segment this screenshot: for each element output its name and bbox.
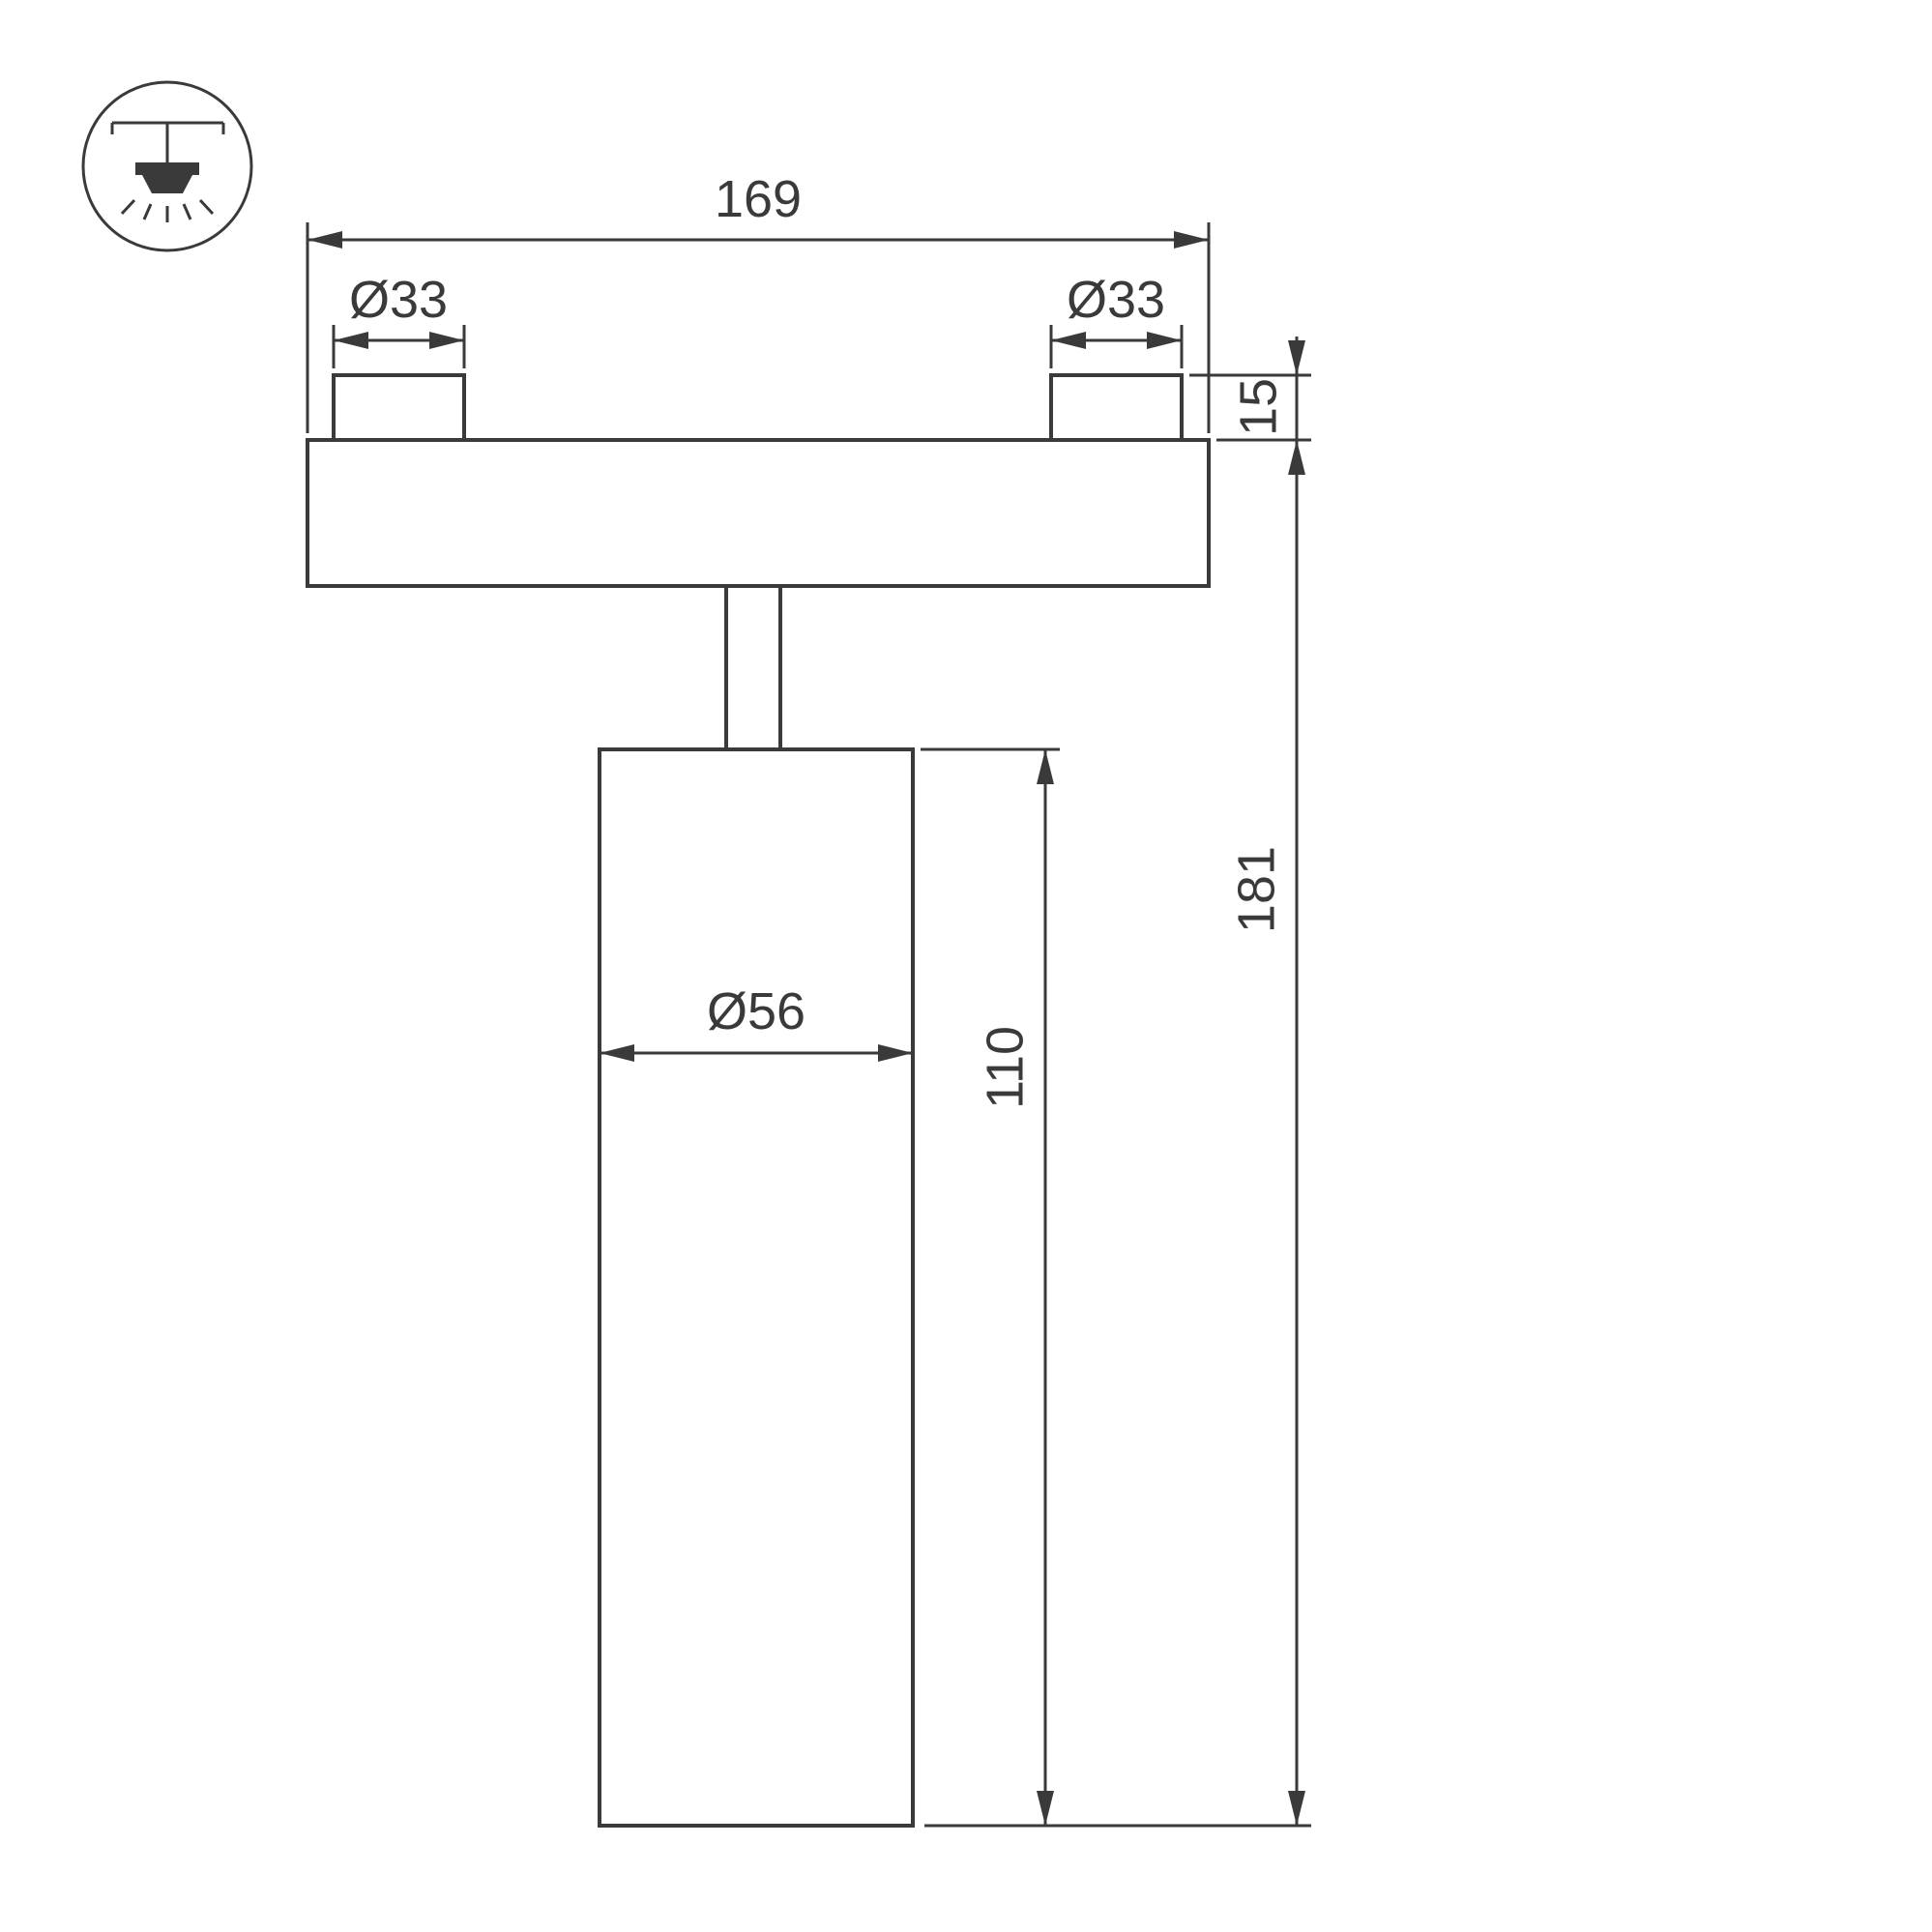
dim-right-connector-diameter: Ø33 (1049, 271, 1184, 368)
spotlight-body (598, 747, 915, 1828)
dim-label-body-diameter: Ø56 (707, 982, 805, 1040)
icon-light-ray (182, 203, 192, 220)
icon-circle (81, 80, 253, 252)
icon-lamp-bar (135, 162, 199, 175)
ceiling-track-spotlight-icon (81, 80, 253, 252)
dim-label-connector-height: 15 (1229, 378, 1287, 436)
left-track-connector (332, 373, 466, 442)
icon-light-ray (120, 198, 136, 216)
icon-light-ray (198, 198, 215, 216)
dim-overall-height: 181 (1227, 440, 1305, 1826)
dim-left-connector-diameter: Ø33 (332, 271, 466, 368)
dim-overall-width: 169 (306, 170, 1211, 433)
icon-light-ray (142, 203, 153, 220)
dim-body-diameter: Ø56 (600, 982, 913, 1062)
dim-label-overall-width: 169 (715, 170, 802, 228)
fixture-outline (306, 373, 1211, 1828)
icon-lamp-shade (142, 175, 192, 193)
dim-label-right-connector-diameter: Ø33 (1067, 271, 1165, 329)
dim-body-height: 110 (921, 747, 1311, 1828)
stem (724, 584, 782, 751)
track-base-rail (306, 438, 1211, 588)
dim-label-overall-height: 181 (1227, 846, 1285, 933)
right-track-connector (1049, 373, 1184, 442)
dim-label-left-connector-diameter: Ø33 (349, 271, 448, 329)
dim-label-body-height: 110 (976, 1026, 1034, 1109)
